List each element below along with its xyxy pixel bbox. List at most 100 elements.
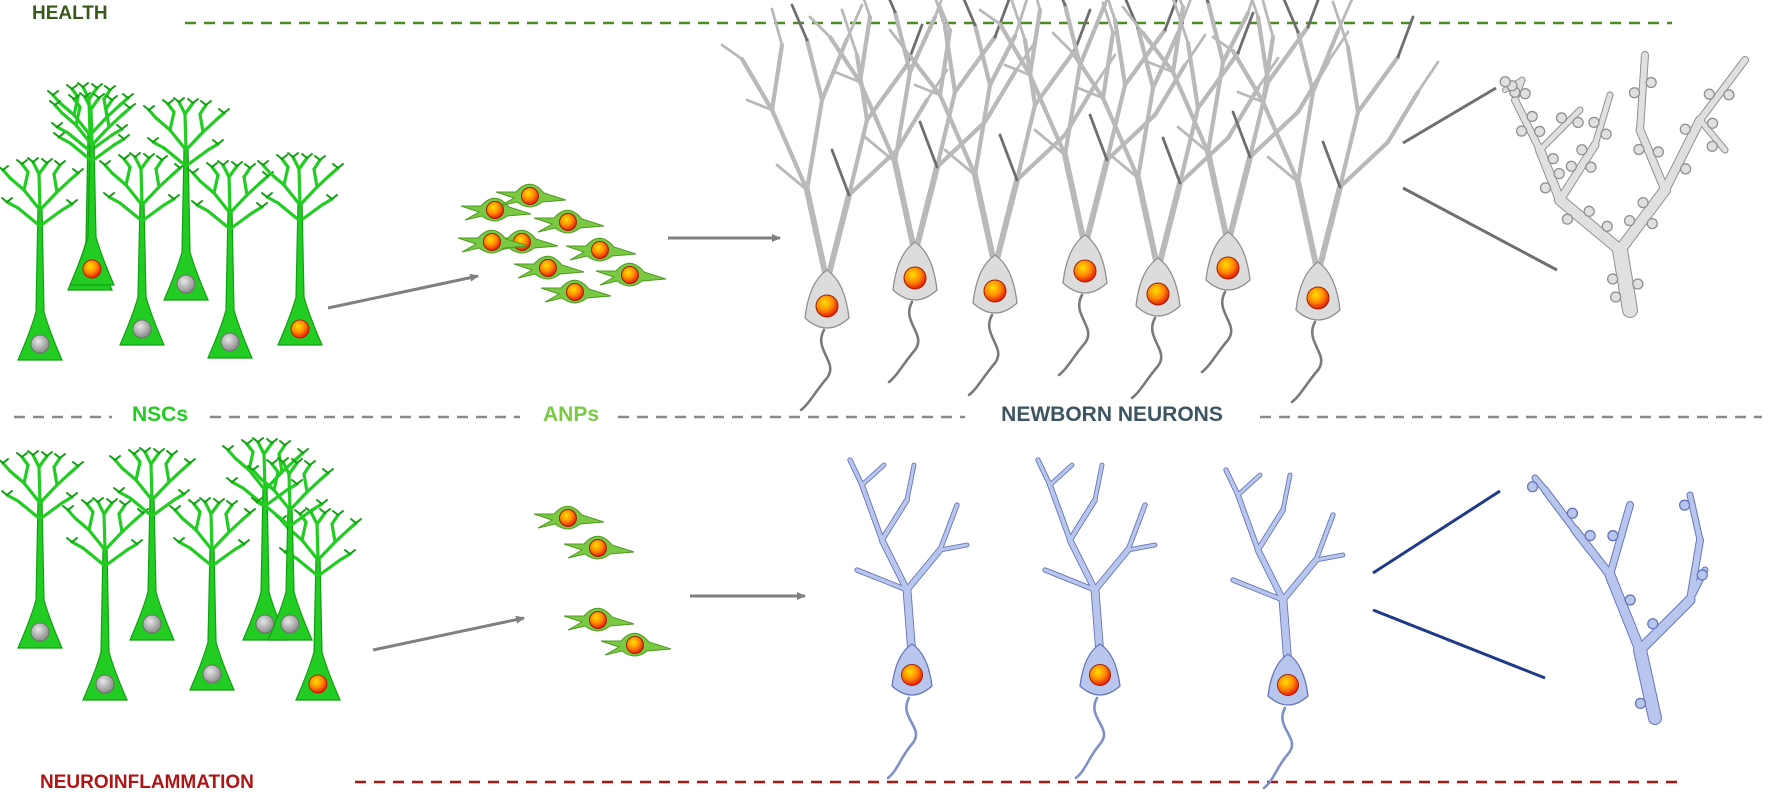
neuroinflammation-arrow-nsc-to-anp	[372, 615, 525, 652]
dendritic-spine	[1555, 112, 1568, 124]
anp-cell	[600, 632, 672, 657]
nsc-cell	[49, 92, 136, 286]
neuroinflammation-label: NEUROINFLAMMATION	[40, 772, 254, 793]
nucleus	[903, 266, 927, 290]
nsc-cell	[187, 160, 274, 359]
nucleus	[308, 674, 328, 694]
nucleus	[983, 279, 1007, 303]
anp-cell	[563, 535, 635, 560]
dendritic-spine	[1646, 217, 1658, 230]
nucleus	[1089, 664, 1111, 686]
nsc-cell	[257, 152, 344, 346]
nucleus	[95, 674, 115, 694]
nucleus	[539, 259, 557, 277]
dendritic-spine	[1526, 110, 1538, 123]
nsc-cell	[247, 457, 334, 641]
inflamed-newborn-neuron	[847, 457, 970, 780]
health-dendrite-spines-zoom	[1499, 51, 1749, 318]
dendritic-spine	[1645, 76, 1657, 89]
dendritic-spine	[1703, 88, 1715, 100]
nscs-label: NSCs	[132, 403, 188, 426]
dendritic-spine	[1519, 88, 1531, 100]
nucleus	[82, 259, 102, 279]
nucleus	[483, 233, 501, 251]
neuroinflammation-newborn-neuron-group	[847, 457, 1346, 790]
anps-label: ANPs	[543, 403, 599, 426]
nucleus	[566, 283, 584, 301]
dendritic-spine	[1583, 205, 1595, 217]
health-zoom-lines	[1402, 86, 1558, 272]
dendritic-spine	[1678, 499, 1691, 511]
anp-cell	[533, 209, 605, 234]
healthy-newborn-neuron	[1051, 0, 1280, 400]
healthy-newborn-neuron	[808, 0, 1037, 384]
health-newborn-neuron-group	[720, 0, 1440, 412]
newborn-neurons-label: NEWBORN NEURONS	[1001, 403, 1223, 426]
dendritic-spine	[1572, 116, 1584, 129]
dendritic-spine	[1633, 143, 1645, 156]
dendritic-spine	[1534, 125, 1546, 138]
dendritic-spine	[1634, 697, 1647, 710]
anp-cell	[460, 197, 532, 222]
health-anp-group	[457, 183, 667, 304]
health-arrow-nsc-to-anp	[327, 273, 479, 310]
neuroinflammation-nsc-group	[0, 437, 362, 701]
nucleus	[621, 266, 639, 284]
dendritic-spine	[1624, 594, 1636, 606]
dendritic-spine	[1576, 144, 1588, 156]
anp-cell	[563, 607, 635, 632]
nucleus	[591, 241, 609, 259]
dendritic-spine	[1607, 273, 1619, 285]
nucleus	[280, 614, 300, 634]
dendritic-spine	[1539, 182, 1552, 194]
nsc-cell	[62, 497, 149, 701]
dendritic-spine	[1600, 128, 1612, 140]
dendritic-spine	[1723, 89, 1735, 101]
nucleus	[30, 622, 50, 642]
dendritic-spine	[1601, 220, 1613, 232]
dendritic-spine	[1610, 291, 1622, 303]
nucleus	[521, 187, 539, 205]
nsc-cell	[109, 447, 196, 641]
nsc-cell	[169, 497, 256, 691]
nucleus	[30, 334, 50, 354]
nucleus	[486, 201, 504, 219]
neuroinflammation-zoom-lines	[1372, 489, 1546, 680]
anp-cell	[457, 229, 529, 254]
nucleus	[559, 213, 577, 231]
dendritic-spine	[1561, 213, 1574, 225]
dendritic-spine	[1679, 163, 1692, 175]
anp-cell	[513, 255, 585, 280]
health-label: HEALTH	[32, 3, 108, 24]
nucleus	[290, 319, 310, 339]
dendritic-spine	[1565, 160, 1578, 172]
health-nsc-group	[0, 82, 344, 361]
neuroinflammation-zoomed-dendrite	[1526, 474, 1709, 725]
dendritic-spine	[1647, 618, 1659, 630]
dendritic-spine	[1706, 117, 1719, 129]
nucleus	[1216, 256, 1240, 280]
dendritic-spine	[1679, 123, 1691, 135]
dendritic-spine	[1637, 196, 1649, 209]
nucleus	[220, 332, 240, 352]
nucleus	[589, 611, 607, 629]
anp-cell	[495, 183, 567, 208]
anp-cell	[533, 505, 605, 530]
dendritic-spine	[1585, 161, 1597, 173]
nucleus	[176, 274, 196, 294]
dendritic-spine	[1632, 278, 1644, 290]
nsc-cell	[0, 157, 84, 361]
nucleus	[1277, 674, 1299, 696]
anp-cell	[595, 262, 667, 287]
healthy-newborn-neuron	[1121, 0, 1350, 374]
dendritic-spine	[1588, 116, 1600, 128]
inflamed-newborn-neuron	[1035, 457, 1158, 780]
neuroinflammation-dendrite-spines-zoom	[1526, 474, 1709, 725]
nsc-cell	[99, 152, 186, 346]
neuroinflammation-anp-group	[533, 505, 672, 657]
dendritic-spine	[1515, 125, 1528, 137]
nucleus	[1073, 259, 1097, 283]
dendritic-spine	[1706, 140, 1718, 153]
nucleus	[1306, 286, 1330, 310]
